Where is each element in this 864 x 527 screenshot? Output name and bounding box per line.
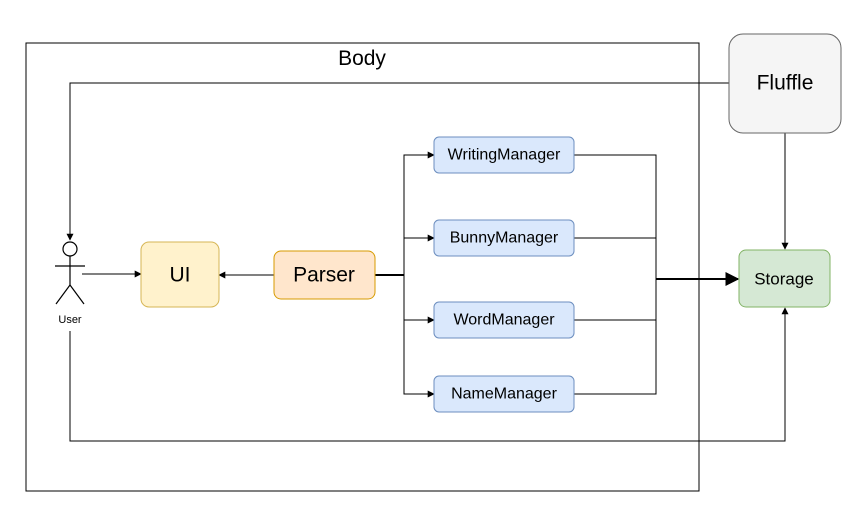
bunny-manager-box [433, 219, 575, 257]
fluffle-box [728, 33, 842, 134]
fluffle-node: Fluffle [728, 33, 842, 134]
ui-box [140, 241, 220, 308]
bunny-manager-node: BunnyManager [433, 219, 575, 257]
name-manager-node: NameManager [433, 375, 575, 413]
parser-box [273, 250, 376, 300]
parser-label: Parser [293, 264, 355, 287]
name-manager-box [433, 375, 575, 413]
ui-label: UI [170, 264, 191, 287]
name-manager-label: NameManager [451, 386, 558, 403]
fluffle-label: Fluffle [757, 72, 814, 95]
ui-node: UI [140, 241, 220, 308]
word-manager-label: WordManager [453, 312, 555, 329]
writing-manager-label: WritingManager [448, 147, 561, 164]
edge-writing-manager-to-storage [574, 154, 657, 279]
connectors [66, 82, 789, 442]
storage-label: Storage [754, 270, 814, 289]
user-actor [55, 241, 85, 305]
user-actor-label: User [58, 314, 82, 326]
edge-parser-to-bunny-manager [403, 234, 435, 275]
word-manager-box [433, 301, 575, 339]
bunny-manager-label: BunnyManager [450, 230, 559, 247]
edge-parser-to-name-manager [403, 275, 435, 398]
storage-node: Storage [738, 249, 831, 308]
writing-manager-node: WritingManager [433, 136, 575, 174]
writing-manager-box [433, 136, 575, 174]
edge-parser-to-writing-manager [403, 151, 435, 275]
edge-user-to-storage [69, 307, 789, 442]
body-title: Body [338, 47, 386, 70]
storage-box [738, 249, 831, 308]
parser-node: Parser [273, 250, 376, 300]
edge-name-manager-to-storage [574, 279, 657, 395]
edge-fluffle-to-user [66, 82, 729, 241]
body-container [25, 42, 700, 492]
user-actor-head [62, 241, 78, 257]
edge-parser-to-word-manager [403, 275, 435, 324]
word-manager-node: WordManager [433, 301, 575, 339]
